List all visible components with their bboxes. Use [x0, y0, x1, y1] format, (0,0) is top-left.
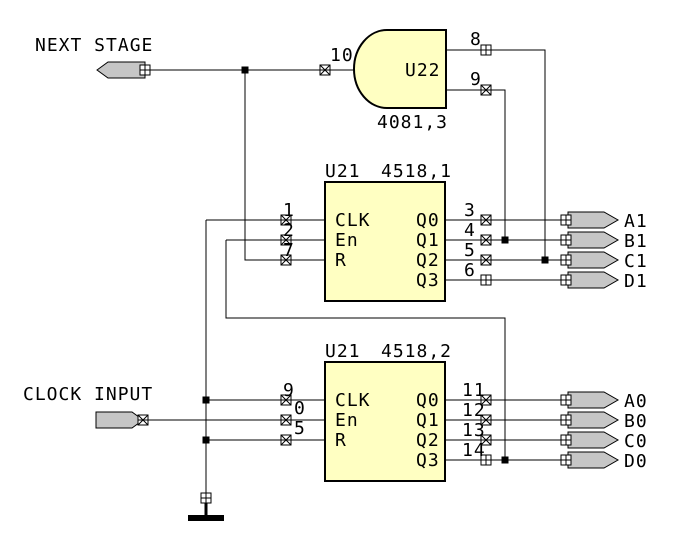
next-stage-port-marker-icon: [139, 64, 151, 76]
clock-input-port-marker-icon: [137, 414, 149, 426]
counter-bottom-q2-label: Q2: [416, 430, 440, 451]
ground-marker-icon: [200, 492, 212, 504]
counter-bottom-ref-label: U21: [325, 341, 361, 362]
counter-bottom-clk-label: CLK: [335, 390, 371, 411]
port-d0-marker-icon: [560, 454, 572, 466]
port-c1-label: C1: [624, 251, 648, 272]
counter-top-pin3-number: 3: [464, 200, 476, 221]
counter-bottom-pin9-number: 9: [283, 380, 295, 401]
counter-bottom-pin12-number: 12: [462, 400, 486, 421]
port-b1-label: B1: [624, 231, 648, 252]
counter-top-q0-label: Q0: [416, 210, 440, 231]
port-b1-marker-icon: [560, 234, 572, 246]
junction-d0: [501, 456, 509, 464]
u21b-pin10-marker-icon: [280, 414, 292, 426]
counter-top-clk-label: CLK: [335, 210, 371, 231]
clock-input-label: CLOCK INPUT: [23, 384, 153, 405]
junction-c1: [541, 256, 549, 264]
counter-top-pin1-number: 1: [283, 200, 295, 221]
counter-bottom-pin15-number: 5: [294, 418, 306, 439]
junction-next-stage: [241, 66, 249, 74]
port-c0-marker-icon: [560, 434, 572, 446]
clock-input-port-connector[interactable]: [95, 411, 144, 429]
next-stage-port-connector[interactable]: [96, 61, 146, 79]
port-c0-label: C0: [624, 431, 648, 452]
u21b-pin15-marker-icon: [280, 434, 292, 446]
next-stage-label: NEXT STAGE: [35, 35, 153, 56]
counter-top-pin7-number: 7: [283, 240, 295, 261]
junction-r15: [202, 436, 210, 444]
junction-clk9: [202, 396, 210, 404]
u22-pin8-marker-icon: [480, 44, 492, 56]
counter-top-pin5-number: 5: [464, 240, 476, 261]
port-c1-marker-icon: [560, 254, 572, 266]
port-a1-label: A1: [624, 211, 648, 232]
gate-device-label: 4081,3: [377, 112, 448, 133]
counter-bottom-q0-label: Q0: [416, 390, 440, 411]
u22-pin9-marker-icon: [480, 84, 492, 96]
port-d1-label: D1: [624, 271, 648, 292]
counter-u21b-body[interactable]: [324, 361, 446, 482]
and-gate-u22-body[interactable]: [353, 29, 447, 109]
port-a0-label: A0: [624, 391, 648, 412]
junction-b1: [501, 236, 509, 244]
port-b0-marker-icon: [560, 414, 572, 426]
counter-top-pin6-number: 6: [464, 260, 476, 281]
counter-top-pin4-number: 4: [464, 220, 476, 241]
u21a-pin4-marker-icon: [480, 234, 492, 246]
counter-bottom-device-label: 4518,2: [381, 341, 452, 362]
counter-top-en-label: En: [335, 230, 359, 251]
ground-symbol[interactable]: [188, 503, 224, 521]
counter-bottom-en-label: En: [335, 410, 359, 431]
counter-bottom-q1-label: Q1: [416, 410, 440, 431]
counter-top-ref-label: U21: [325, 161, 361, 182]
counter-u21a-body[interactable]: [324, 181, 446, 302]
counter-bottom-q3-label: Q3: [416, 450, 440, 471]
ground-bar: [188, 515, 224, 521]
u21a-pin3-marker-icon: [480, 214, 492, 226]
gate-pin9-number: 9: [470, 69, 482, 90]
port-a1-marker-icon: [560, 214, 572, 226]
gate-pin10-number: 10: [330, 45, 354, 66]
gate-pin8-number: 8: [470, 29, 482, 50]
u22-pin10-marker-icon: [319, 64, 331, 76]
port-a0-marker-icon: [560, 394, 572, 406]
port-b0-label: B0: [624, 411, 648, 432]
counter-bottom-pin14-number: 14: [462, 440, 486, 461]
counter-top-q1-label: Q1: [416, 230, 440, 251]
counter-top-q2-label: Q2: [416, 250, 440, 271]
u21a-pin5-marker-icon: [480, 254, 492, 266]
counter-bottom-pin11-number: 11: [462, 380, 486, 401]
counter-top-r-label: R: [335, 250, 347, 271]
counter-bottom-pin13-number: 13: [462, 420, 486, 441]
port-d1-marker-icon: [560, 274, 572, 286]
counter-top-device-label: 4518,1: [381, 161, 452, 182]
u21a-pin6-marker-icon: [480, 274, 492, 286]
counter-top-pin2-number: 2: [283, 220, 295, 241]
wire-clk-ground-net: [205, 219, 325, 493]
counter-bottom-pin10-number: 0: [294, 398, 306, 419]
counter-bottom-r-label: R: [335, 430, 347, 451]
counter-top-q3-label: Q3: [416, 270, 440, 291]
port-d0-label: D0: [624, 451, 648, 472]
gate-ref-label: U22: [405, 60, 441, 81]
